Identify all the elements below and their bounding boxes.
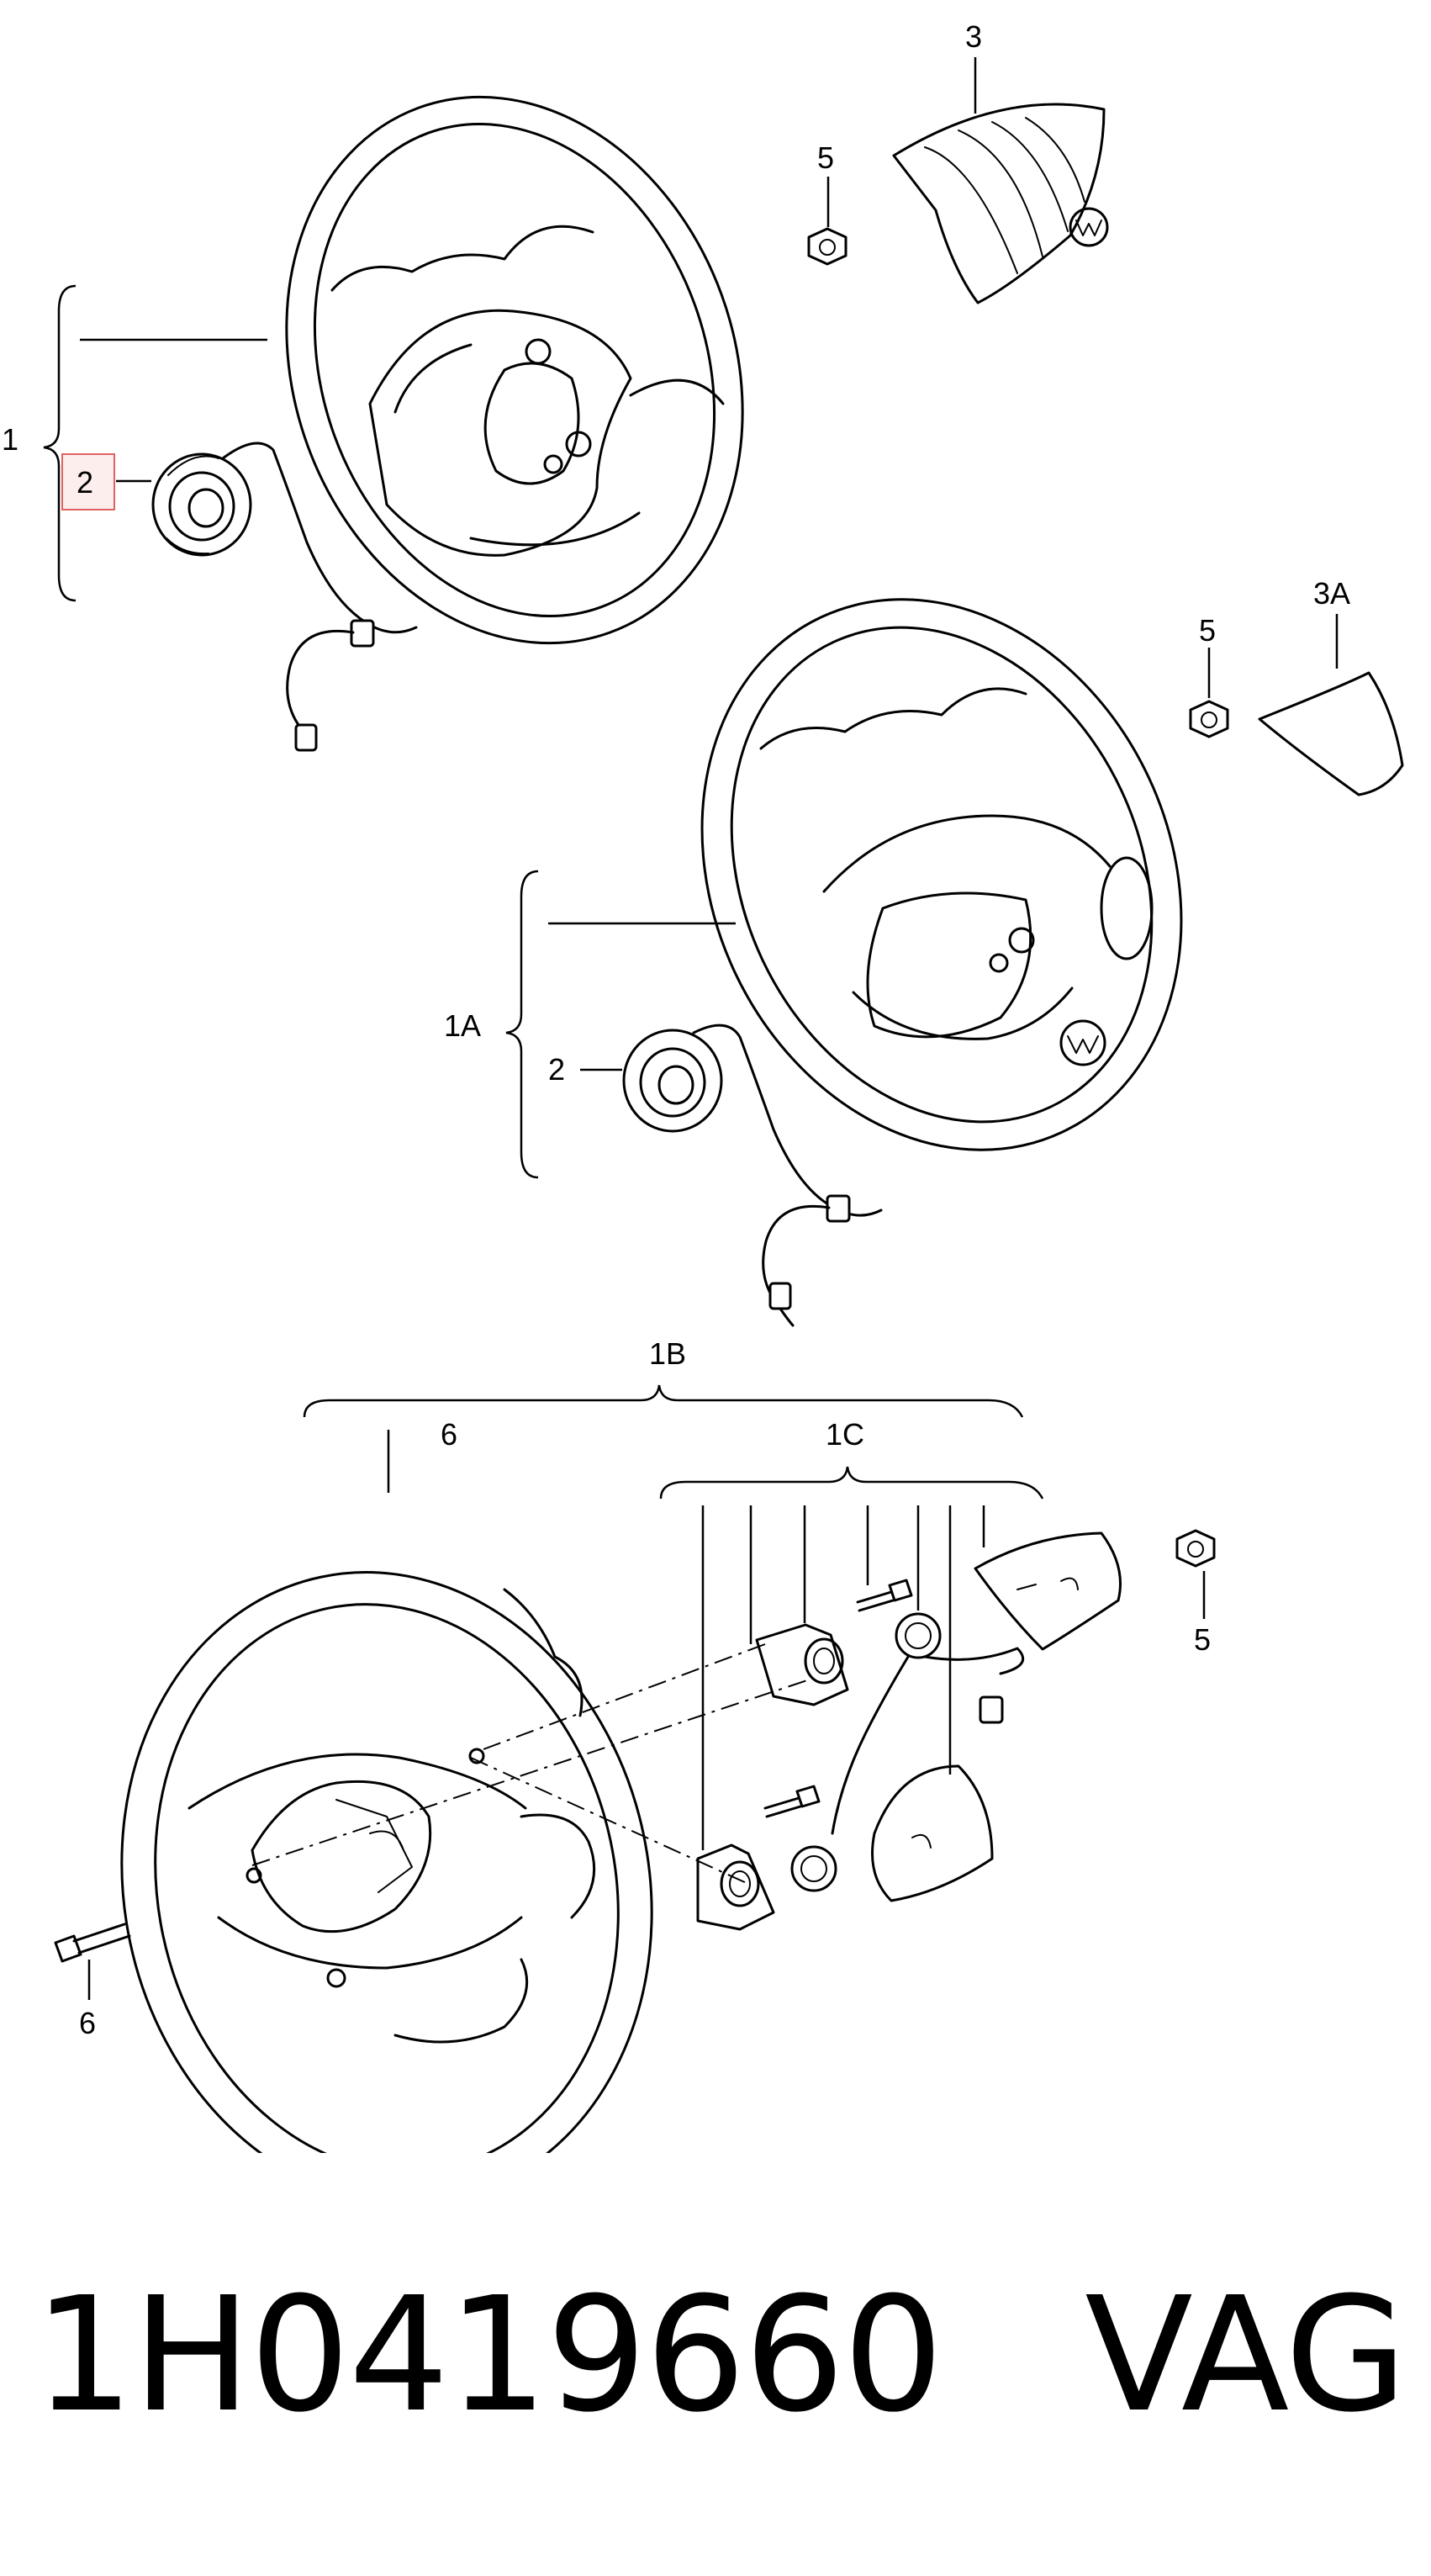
brand-label: VAG: [1085, 2262, 1407, 2447]
nut-5-middle: [1189, 700, 1229, 738]
leaders: [43, 57, 1339, 2000]
callout-1: 1: [2, 422, 18, 457]
callout-2-mid: 2: [548, 1052, 565, 1087]
callout-1c: 1C: [826, 1417, 864, 1452]
callout-5-top: 5: [817, 140, 834, 175]
assembly-line-1: [251, 1679, 808, 1866]
callout-6-bot: 6: [79, 2006, 96, 2040]
callout-1b: 1B: [649, 1336, 686, 1371]
nut-5-bottom: [1175, 1529, 1216, 1568]
part-footer: 1H0419660 VAG: [34, 2254, 1413, 2456]
horn-cover-3: [892, 103, 1109, 304]
callout-1a: 1A: [444, 1008, 481, 1043]
steering-wheel-middle: [700, 598, 1183, 1151]
switch-assembly-1c: [696, 1531, 1122, 1931]
steering-wheel-bottom: [120, 1571, 653, 2153]
nut-5-top: [807, 227, 848, 266]
callout-3a: 3A: [1313, 576, 1350, 611]
part-number: 1H0419660: [34, 2262, 943, 2447]
assembly-line-2: [470, 1757, 749, 1885]
assembly-line-3: [483, 1643, 766, 1750]
steering-wheel-exploded-diagram: 1 2 3 5 3A 5 1A 2 1B 6 1C 5 6: [2, 19, 1404, 2153]
callout-2-top: 2: [77, 465, 93, 500]
clock-spring-middle: [622, 1024, 883, 1327]
steering-wheel-top: [285, 95, 744, 645]
callout-3: 3: [965, 19, 982, 54]
horn-cover-3a: [1258, 671, 1404, 796]
callout-2-highlight: [61, 453, 115, 510]
callout-5-bot: 5: [1194, 1622, 1211, 1657]
clock-spring-top: [151, 442, 418, 752]
bolt-6-left: [54, 1923, 131, 1963]
callout-5-mid: 5: [1199, 613, 1216, 648]
callout-6-top: 6: [441, 1417, 457, 1452]
